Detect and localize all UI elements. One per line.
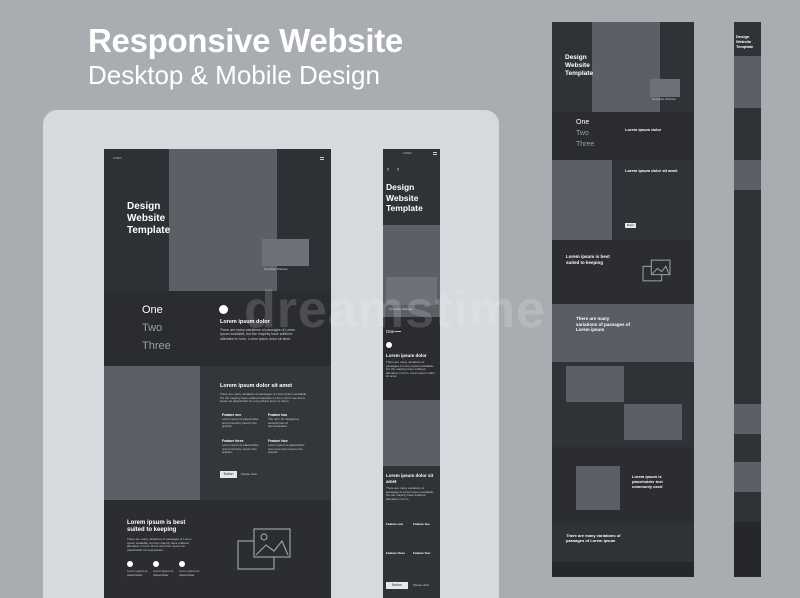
feature-4-title: Feature four <box>268 439 288 443</box>
tall-hero-card <box>650 79 680 97</box>
desktop-section3-text: There are many variations of passages of… <box>127 537 192 552</box>
mobile-menu-icon[interactable] <box>433 152 437 155</box>
mobile-secondary-button[interactable]: Please click <box>413 583 429 587</box>
feature-dot-3 <box>179 561 185 567</box>
icon-label-3: Lorem ipsum is placeholder <box>179 569 200 577</box>
mobile-section2-image <box>383 400 440 466</box>
mobile-mockup: LOGO ‹ › Design Website Template Templat… <box>383 149 440 598</box>
mobile-logo[interactable]: LOGO <box>403 151 412 155</box>
tall-lorem-title: Lorem ipsum dolor <box>625 127 662 132</box>
tall-hero-title: Design Website Template <box>565 54 594 77</box>
tall-section5-title: Lorem ipsum is placeholder text commonly… <box>632 474 663 489</box>
tall-grid-image-1 <box>566 366 624 402</box>
tall-section2-title: Lorem ipsum dolor sit amet <box>625 168 678 173</box>
tall-menu-three[interactable]: Three <box>576 141 595 148</box>
menu-one[interactable]: One <box>142 304 163 316</box>
tall-grid-image-2 <box>624 404 682 440</box>
feature-dot-1 <box>127 561 133 567</box>
desktop-lorem-text: There are many variations of passages of… <box>220 328 296 341</box>
tall-page-mockup: Design Website Template Template Website… <box>552 22 694 577</box>
mobile-section2-title: Lorem ipsum dolor sit amet <box>386 473 434 484</box>
desktop-lorem-title: Lorem ipsum dolor <box>220 319 270 325</box>
tall-section5-image <box>576 466 620 510</box>
mobile-section2-text: There are many variations of passages of… <box>386 486 435 501</box>
mobile-feature-2: Feature two <box>413 522 430 526</box>
bullet-dot <box>219 305 228 314</box>
tall-menu-two[interactable]: Two <box>576 130 589 137</box>
desktop-logo[interactable]: LOGO <box>113 156 122 160</box>
tall-image-icon <box>642 259 671 282</box>
mobile-strip-mockup: Design Website Template <box>734 22 761 577</box>
feature-1-title: Feature one <box>222 413 242 417</box>
menu-icon[interactable] <box>320 157 324 160</box>
feature-dot-2 <box>153 561 159 567</box>
mobile-feature-4: Feature four <box>413 551 431 555</box>
mobile-lorem-title: Lorem ipsum dolor <box>386 353 427 358</box>
icon-label-1: Lorem ipsum is placeholder <box>127 569 148 577</box>
menu-three[interactable]: Three <box>142 340 171 352</box>
watermark: dreamstime <box>244 281 546 339</box>
mobile-feature-1: Feature one <box>386 522 404 526</box>
tall-primary-button[interactable]: Button <box>625 223 636 228</box>
tall-menu-one[interactable]: One <box>576 119 590 126</box>
mobile-tab-one[interactable]: One <box>386 329 395 334</box>
hero-card <box>262 239 309 266</box>
tall-footer-title: There are many variations of passages of… <box>566 533 621 543</box>
tall-hero-image <box>592 22 660 112</box>
tall-section3-title: Lorem ipsum is best suited to keeping <box>566 254 610 265</box>
mobile-card <box>386 277 437 305</box>
hero-card-label: Template Website <box>264 267 288 271</box>
headline-title: Responsive Website <box>88 22 403 59</box>
feature-1-text: Lorem ipsum is placeholder text commonly… <box>222 417 259 429</box>
feature-3-text: Lorem ipsum is placeholder text commonly… <box>222 443 259 455</box>
mobile-next-icon[interactable]: › <box>397 167 399 173</box>
feature-3-title: Feature three <box>222 439 244 443</box>
mobile-prev-icon[interactable]: ‹ <box>387 167 389 173</box>
desktop-mockup: LOGO Service Social Net Networks Design … <box>104 149 331 598</box>
mobile-bullet-dot <box>386 342 392 348</box>
desktop-section2-text: There are many variations of passages of… <box>220 392 308 404</box>
menu-two[interactable]: Two <box>142 322 163 334</box>
section2-image <box>104 366 200 500</box>
desktop-primary-button[interactable]: Button <box>220 471 237 478</box>
mobile-feature-3: Feature three <box>386 551 406 555</box>
mobile-primary-button[interactable]: Button <box>386 582 408 589</box>
image-placeholder-icon <box>237 528 291 570</box>
headline-subtitle: Desktop & Mobile Design <box>88 60 380 90</box>
tall-section4-title: There are many variations of passages of… <box>576 316 631 332</box>
tall-section2-image <box>552 160 612 240</box>
feature-2-title: Feature two <box>268 413 288 417</box>
mobile-hero-title: Design Website Template <box>386 182 423 213</box>
desktop-section3-title: Lorem ipsum is best suited to keeping <box>127 520 186 533</box>
mobile-card-label: Template Website <box>389 307 413 311</box>
hero-image <box>169 149 277 291</box>
feature-2-text: The term for displaying several lines of… <box>268 417 299 429</box>
desktop-section2-title: Lorem ipsum dolor sit amet <box>220 383 293 389</box>
desktop-hero-title: Design Website Template <box>127 201 171 236</box>
feature-4-text: Lorem ipsum is placeholder text commonly… <box>268 443 305 455</box>
desktop-secondary-button[interactable]: Please click <box>241 472 257 476</box>
icon-label-2: Lorem ipsum is placeholder <box>153 569 174 577</box>
mobile-lorem-text: There are many variations of passages of… <box>386 360 435 379</box>
tall-card-label: Template Website <box>652 97 676 101</box>
